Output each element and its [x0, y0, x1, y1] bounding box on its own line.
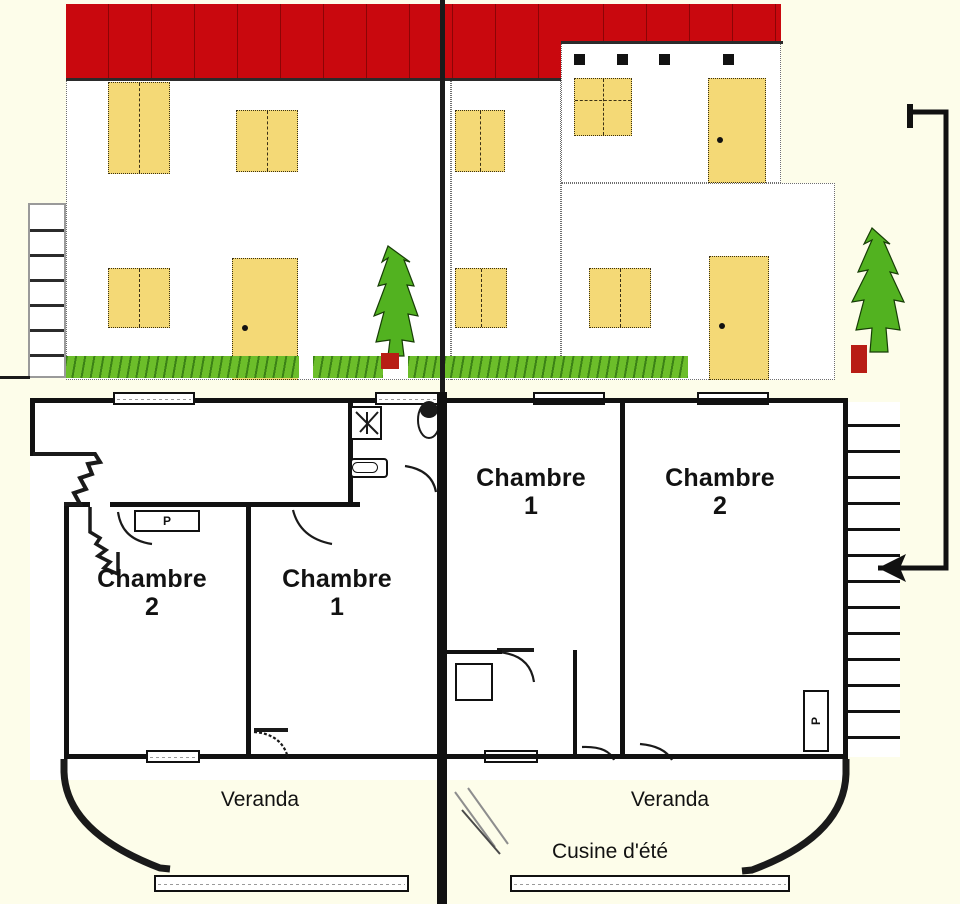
plan-wall-top-left [30, 398, 442, 403]
elevation-door-ground-right [709, 256, 769, 380]
plan-window-top-left [113, 392, 195, 405]
plan-window-veranda-right [510, 875, 790, 892]
room-label-left-veranda: Veranda [220, 788, 300, 811]
right-tree-trunk-icon [851, 345, 867, 373]
room-label-left-chambre-1: Chambre 1 [282, 565, 392, 621]
front-elevation [0, 0, 960, 392]
shower-tray-icon [350, 406, 382, 440]
sink-icon-upper [352, 462, 378, 473]
grass-strip-right [408, 356, 688, 378]
plan-wall-bottom-rooms-right [446, 754, 848, 759]
grass-strip-middle [313, 356, 383, 378]
beam-vent-icon [723, 54, 734, 65]
plan-wall-left-outer [30, 398, 35, 456]
room-label-left-chambre-2: Chambre 2 [97, 565, 207, 621]
elevation-window-wing-upper [574, 78, 632, 136]
room-label-cusine-ete: Cusine d'été [551, 840, 669, 863]
roof-eave-left [66, 78, 561, 81]
roof-left [66, 4, 561, 80]
plan-window-bottom-left [146, 750, 200, 763]
elevation-window-upper-3 [455, 110, 505, 172]
elevation-door-wing-upper [708, 78, 766, 183]
plan-wall-bath-lower-vert [573, 650, 577, 755]
elevation-window-upper-1 [108, 82, 170, 174]
plan-wall-right-divider [620, 398, 625, 758]
room-label-right-chambre-2: Chambre 2 [665, 464, 775, 520]
closet-label-left: P [134, 510, 200, 532]
plan-wall-left-inner [64, 504, 69, 757]
party-wall-line-elevation [440, 0, 445, 392]
plan-wall-bath-top-vert [348, 398, 353, 502]
roof-right [561, 4, 781, 43]
beam-vent-icon [659, 54, 670, 65]
plan-wall-bath-lower-top [446, 650, 502, 654]
ground-floor-plan: P [0, 392, 960, 904]
room-label-right-veranda: Veranda [630, 788, 710, 811]
plan-wall-right-outer [843, 398, 848, 759]
plan-wall-divider-left-rooms [246, 504, 251, 759]
room-label-right-chambre-1: Chambre 1 [476, 464, 586, 520]
exterior-ladder-icon [28, 203, 66, 378]
plan-wall-top-right [446, 398, 848, 403]
right-tree-icon [850, 227, 906, 353]
elevation-window-ground-1 [108, 268, 170, 328]
grass-strip-left [66, 356, 299, 378]
beam-vent-icon [617, 54, 628, 65]
beam-vent-icon [574, 54, 585, 65]
plan-wall-rooms-top-left-2 [64, 502, 90, 507]
roof-tile-lines [66, 4, 561, 80]
plan-wall-rooms-top-left [110, 502, 360, 507]
plan-fill-right [446, 398, 846, 780]
elevation-window-ground-2 [455, 268, 507, 328]
plan-stairs-right [848, 402, 900, 757]
elevation-window-upper-2 [236, 110, 298, 172]
roof-eave-right [561, 41, 783, 44]
roof-tile-lines-right [561, 4, 781, 43]
ground-line-left [0, 376, 30, 379]
closet-label-right: P [803, 690, 829, 752]
plan-window-veranda-left [154, 875, 409, 892]
shower-tray-icon-lower [455, 663, 493, 701]
plan-party-wall [437, 392, 447, 904]
plan-wall-bottom-rooms-left [64, 754, 442, 759]
elevation-window-ground-3 [589, 268, 651, 328]
